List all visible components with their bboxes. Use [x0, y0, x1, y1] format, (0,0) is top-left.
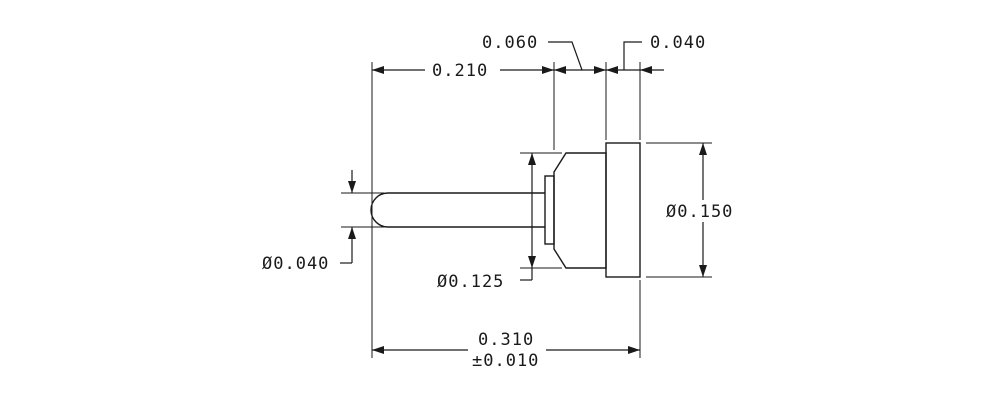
- dim-shoulder-diameter: Ø0.125: [437, 272, 504, 292]
- knurled-shoulder: [553, 152, 607, 269]
- extension-lines: [341, 62, 712, 358]
- dim-head-length: 0.040: [650, 33, 706, 53]
- knurled-head: [605, 142, 641, 278]
- dim-overall-tolerance: ±0.010: [472, 351, 539, 371]
- dim-head-diameter: Ø0.150: [666, 202, 733, 222]
- part-body: [370, 142, 641, 278]
- dimension-lines: [340, 41, 707, 354]
- pin: [370, 192, 545, 228]
- dim-shoulder-length: 0.060: [482, 33, 538, 53]
- dim-overall-length: 0.310: [478, 330, 534, 350]
- collar: [544, 175, 555, 245]
- dim-pin-length: 0.210: [432, 61, 488, 81]
- dim-pin-diameter: Ø0.040: [262, 254, 329, 274]
- dimension-labels: 0.060 0.040 0.210 Ø0.150 Ø0.040 Ø0.125 0…: [262, 33, 733, 371]
